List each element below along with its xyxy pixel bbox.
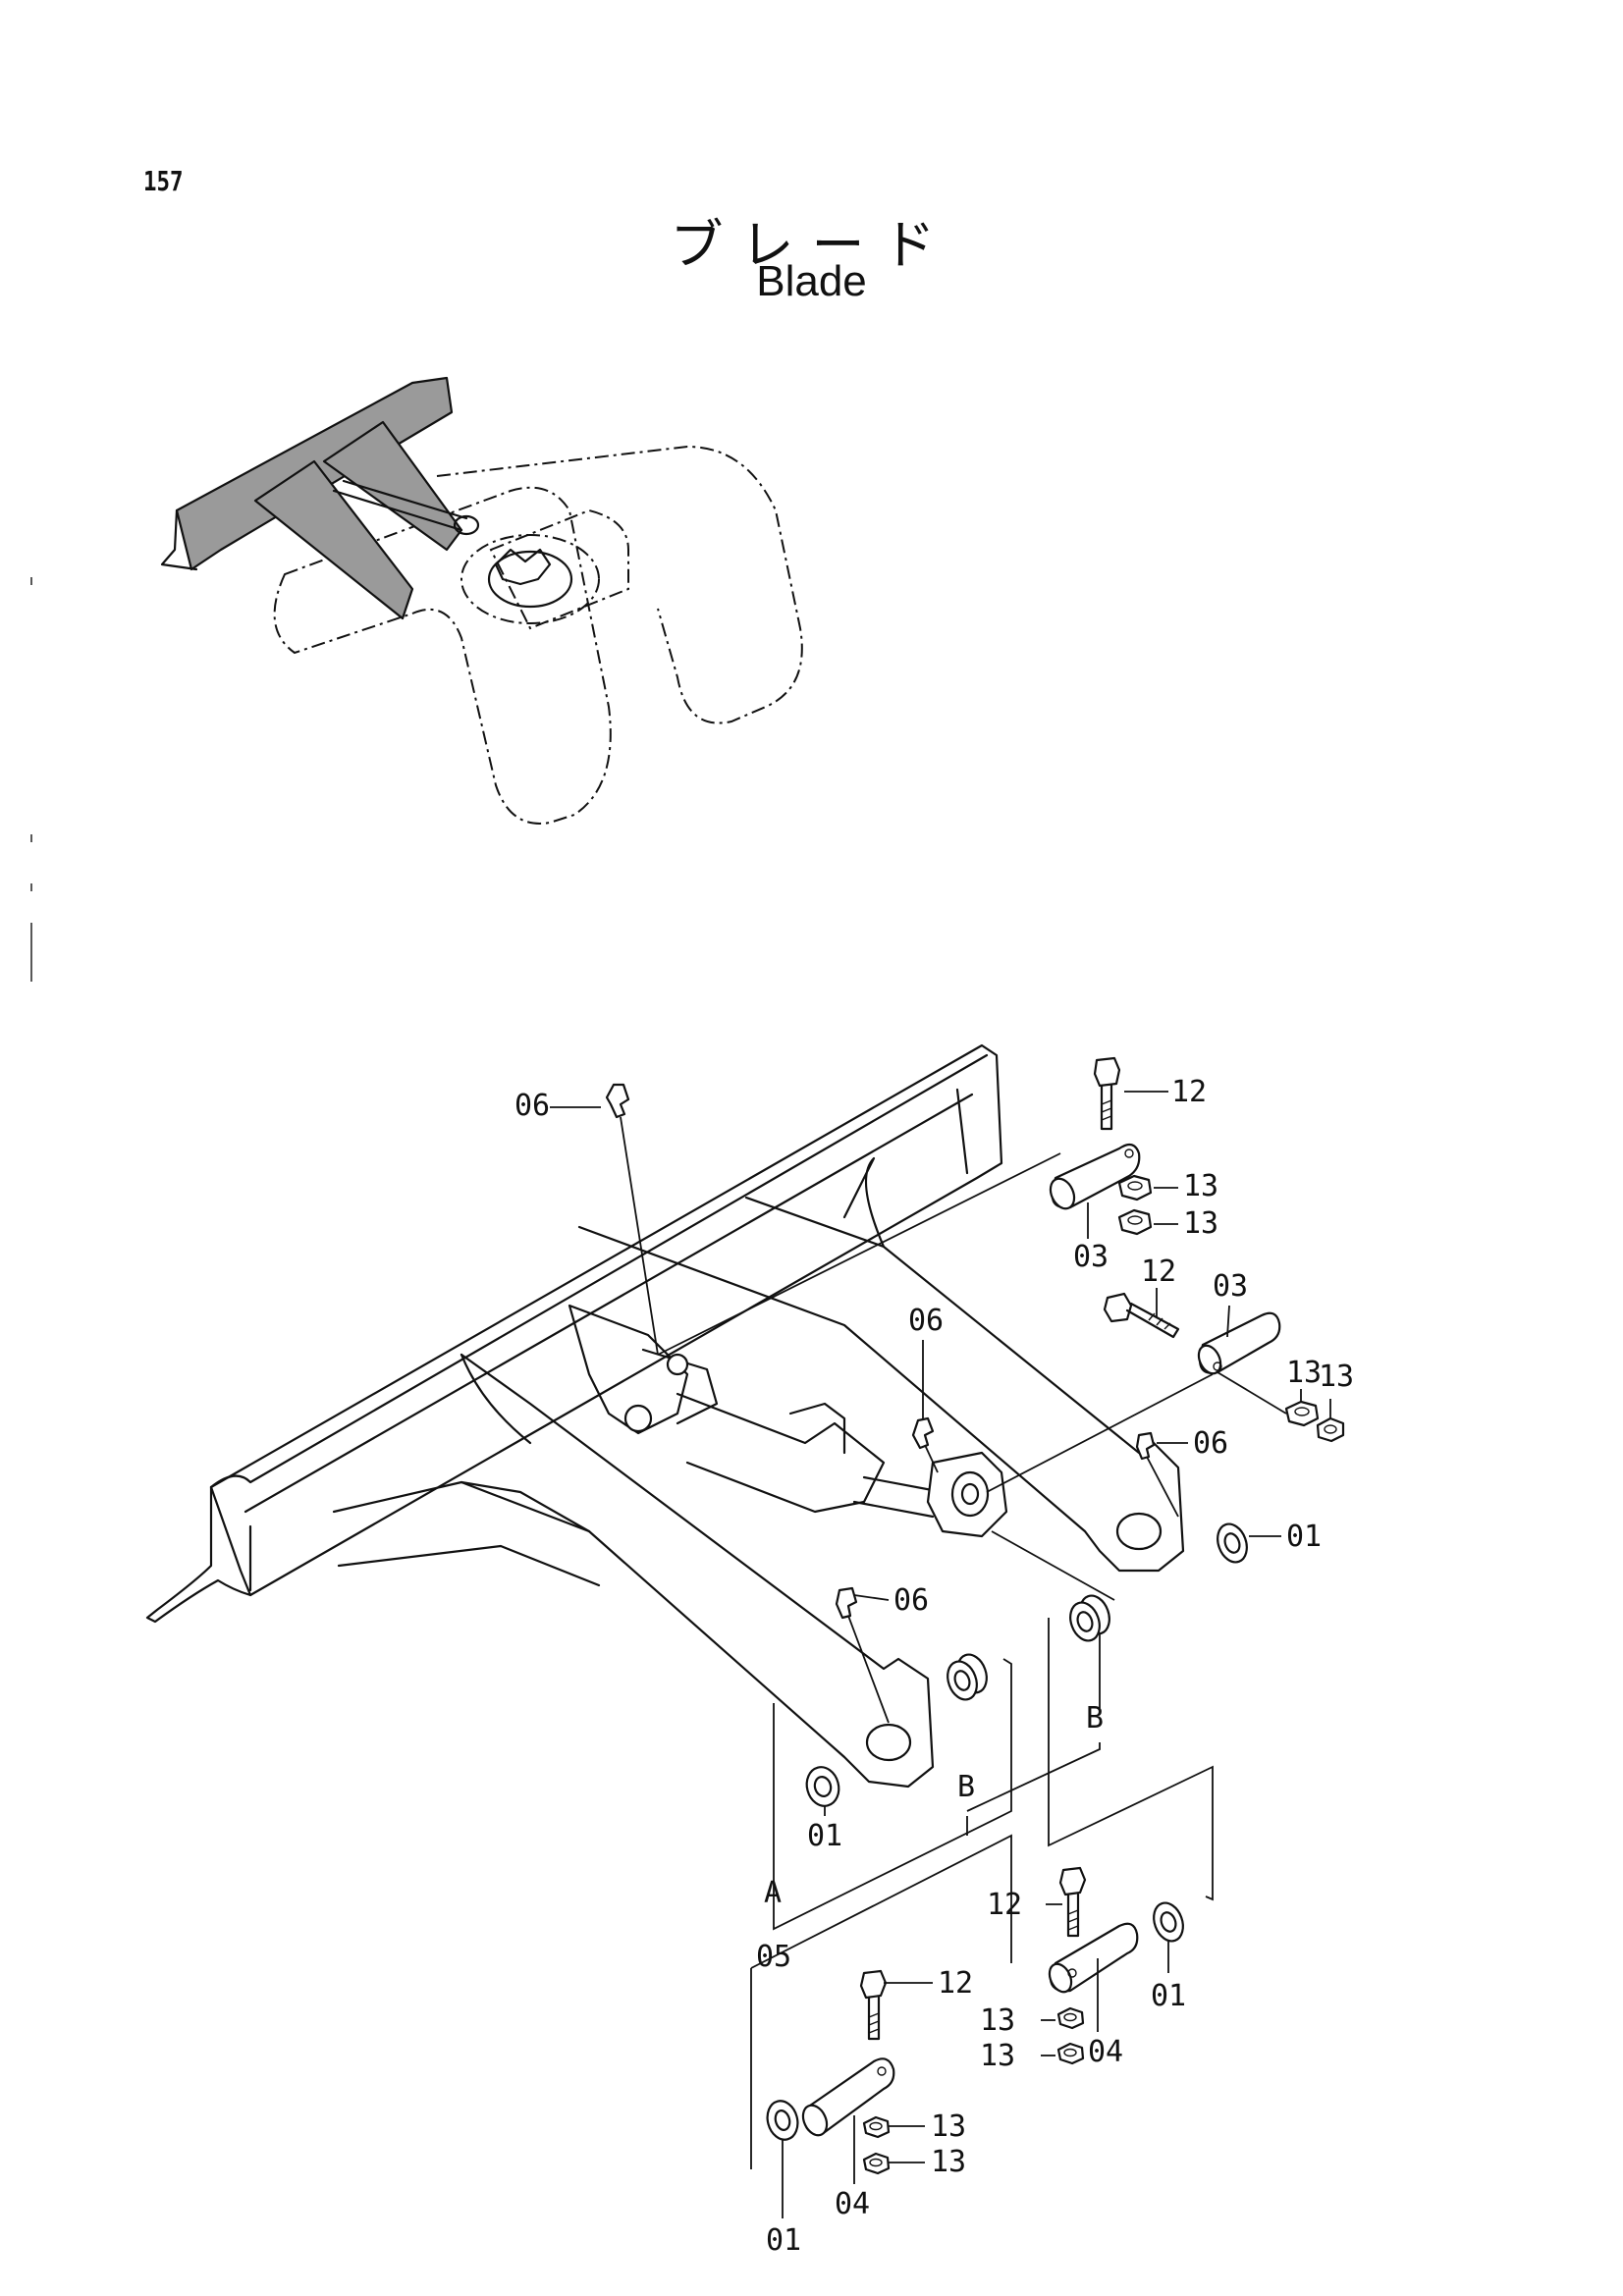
label-12-mid: 12 [1141,1255,1176,1289]
bolt-12-top [1093,1056,1121,1131]
page-number: 157 [143,165,184,197]
main-exploded-view [145,1043,1345,2218]
label-03-top: 03 [1073,1240,1109,1274]
overview-undercarriage [160,376,803,825]
part-labels: 12 13 13 03 06 12 03 06 13 13 06 01 06 B… [514,1075,1354,2258]
title-english: Blade [756,257,867,305]
pin-03-mid [1197,1311,1281,1375]
grease-fitting-06-top [605,1083,659,1356]
nuts-13-mid [1284,1400,1345,1443]
washer-01-left [805,1766,840,1807]
washer-01-right [1217,1522,1248,1564]
grease-fitting-06-cyl [911,1416,939,1473]
pin-04-lower-left [801,2057,895,2137]
label-01-lower-left: 01 [766,2223,801,2258]
nuts-13-lower-right [1056,2006,1085,2065]
label-13-top-2: 13 [1183,1206,1218,1241]
label-13-lower-right-1: 13 [980,2003,1015,2038]
label-04-lower-right: 04 [1088,2035,1123,2069]
label-b-right: B [1086,1701,1104,1735]
label-01-lower-right: 01 [1151,1979,1186,2013]
bolt-12-lower-right [1058,1866,1087,1938]
bushing-b-left [947,1653,988,1701]
label-06-top: 06 [514,1089,550,1123]
label-12-lower-right: 12 [987,1888,1022,1922]
label-a: A [764,1876,782,1910]
washer-01-lower-left [766,2100,799,2141]
grease-fitting-06-left [835,1586,890,1724]
bolt-12-mid [1103,1292,1180,1339]
nuts-13-lower-left [862,2115,891,2175]
washer-01-lower-right [1153,1901,1184,1943]
label-01-right: 01 [1286,1520,1322,1554]
label-13-mid-1: 13 [1286,1356,1322,1390]
bushing-b-right [1069,1594,1110,1642]
label-13-lower-left-2: 13 [931,2145,966,2179]
bolt-12-lower-left [859,1969,888,2041]
pin-03-top [1049,1143,1141,1210]
label-01-left: 01 [807,1819,842,1853]
label-06-cylinder: 06 [908,1304,944,1338]
label-13-mid-2: 13 [1319,1360,1354,1394]
label-13-top-1: 13 [1183,1169,1218,1203]
pin-04-lower-right [1048,1922,1139,1994]
label-06-left: 06 [893,1583,929,1618]
label-04-lower-left: 04 [835,2187,870,2221]
label-05: 05 [756,1940,791,1974]
label-b-left: B [957,1770,975,1804]
label-13-lower-left-1: 13 [931,2109,966,2144]
label-06-right: 06 [1193,1426,1228,1461]
label-12-lower-left: 12 [938,1966,973,2001]
title-japanese: ブレード [670,214,953,276]
label-12-top: 12 [1171,1075,1207,1109]
grease-fitting-06-right [1135,1431,1179,1518]
label-13-lower-right-2: 13 [980,2039,1015,2073]
label-03-mid: 03 [1213,1269,1248,1304]
nuts-13-top [1117,1174,1153,1236]
